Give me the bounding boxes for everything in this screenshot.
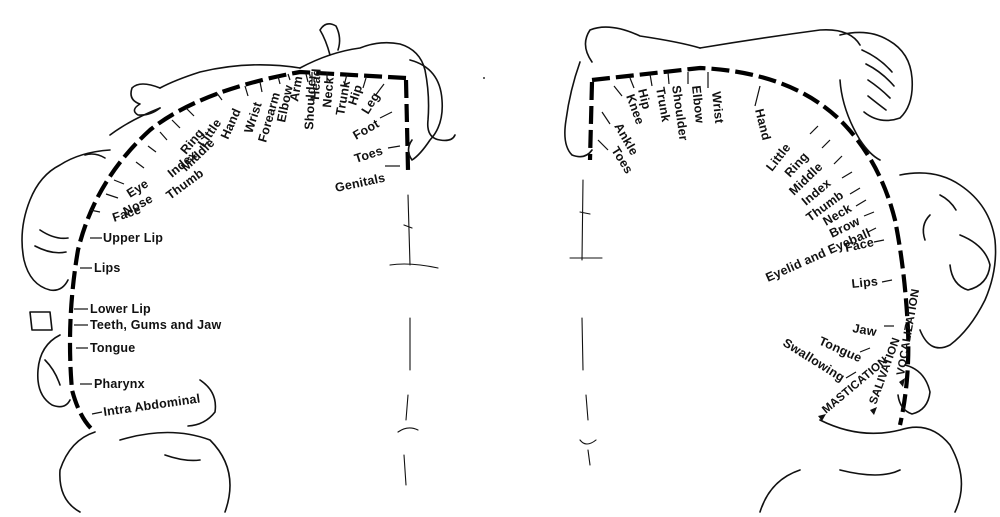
sensory-midline <box>403 79 411 171</box>
sensory-label-shoulder: Shoulder <box>302 74 319 130</box>
motor-label-lips: Lips <box>851 274 879 291</box>
sensory-labels: Genitals Toes Foot Leg Hip Trunk Neck He… <box>74 68 401 419</box>
sensory-label-toes: Toes <box>353 144 385 166</box>
sensory-label-upper-lip: Upper Lip <box>103 231 163 245</box>
sensory-label-teeth-gums-jaw: Teeth, Gums and Jaw <box>90 318 221 332</box>
motor-brain-outline <box>759 419 963 513</box>
sensory-cortex-arc <box>67 69 407 434</box>
vocalization-arrow-icon <box>899 378 905 387</box>
sensory-brain-outline <box>59 431 231 513</box>
sensory-hemisphere: Genitals Toes Foot Leg Hip Trunk Neck He… <box>21 22 456 513</box>
sensory-label-intra-abdominal: Intra Abdominal <box>102 392 201 419</box>
sensory-label-genitals: Genitals <box>334 171 387 195</box>
motor-label-wrist: Wrist <box>709 91 726 125</box>
sensory-label-pharynx: Pharynx <box>94 377 145 391</box>
mastication-arrow-icon <box>818 414 826 421</box>
sensory-homunculus-figure <box>21 22 456 427</box>
motor-label-elbow: Elbow <box>689 85 707 124</box>
motor-fissure <box>569 179 603 466</box>
motor-homunculus-figure <box>564 26 997 415</box>
sensory-label-tongue: Tongue <box>90 341 135 355</box>
sensory-label-hip: Hip <box>346 83 366 107</box>
motor-midline <box>587 81 595 161</box>
motor-label-trunk: Trunk <box>653 86 673 123</box>
sensory-label-trunk: Trunk <box>333 80 353 117</box>
sensory-label-arm: Arm <box>287 75 305 103</box>
stray-dot <box>483 77 485 79</box>
motor-label-hip: Hip <box>635 87 654 111</box>
motor-hemisphere: Toes Ankle Knee Hip Trunk Shoulder Elbow… <box>564 26 997 513</box>
salivation-arrow-icon <box>870 407 877 415</box>
motor-cortex-arc <box>591 65 911 426</box>
sensory-label-face: Face <box>111 202 143 224</box>
motor-labels: Toes Ankle Knee Hip Trunk Shoulder Elbow… <box>597 71 922 421</box>
sensory-label-neck: Neck <box>320 76 337 108</box>
sensory-label-lips: Lips <box>94 261 121 275</box>
motor-label-face: Face <box>844 235 876 255</box>
motor-label-vocalization: VOCALIZATION <box>895 288 922 377</box>
sensory-fissure <box>389 194 439 486</box>
sensory-label-lower-lip: Lower Lip <box>90 302 151 316</box>
sensory-label-head: Head <box>308 68 324 100</box>
sensory-label-foot: Foot <box>351 116 383 142</box>
motor-label-hand: Hand <box>752 107 773 141</box>
motor-label-jaw: Jaw <box>851 321 877 339</box>
